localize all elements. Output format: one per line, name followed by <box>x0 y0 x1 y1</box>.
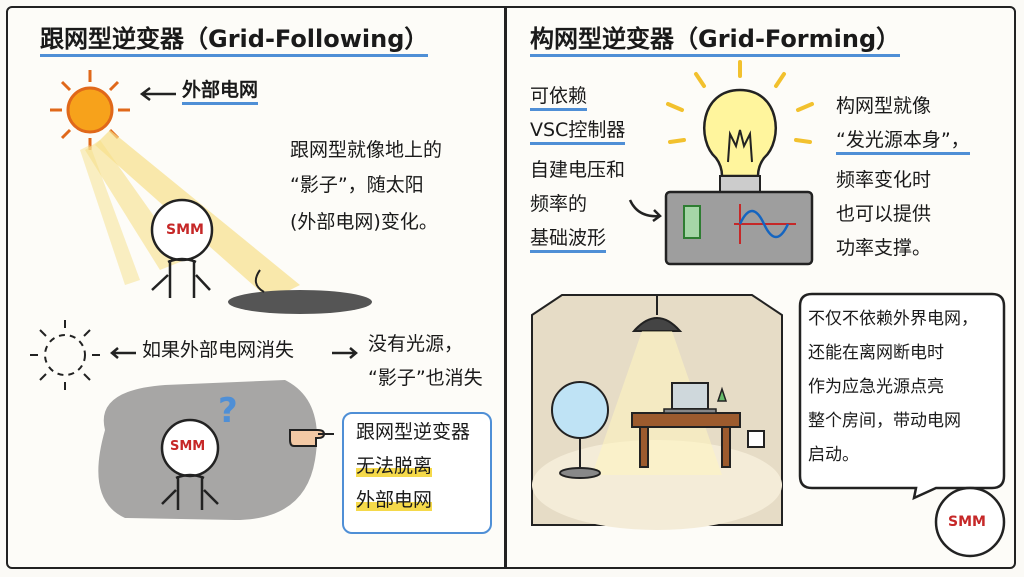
character-figure-2 <box>160 418 220 510</box>
self-build-line-3-text: 基础波形 <box>530 227 607 253</box>
bubble-text-1: 不仅不依赖外界电网， <box>808 309 978 329</box>
shadow-text-2: “影子”，随太阳 <box>290 174 424 196</box>
curved-arrow-icon <box>628 199 662 223</box>
shadow-text-1: 跟网型就像地上的 <box>290 139 443 161</box>
arrow-right-icon <box>332 347 358 359</box>
right-title: 构网型逆变器（Grid-Forming） <box>530 25 901 57</box>
pointing-hand-icon <box>289 429 334 447</box>
bubble-text-2: 还能在离网断电时 <box>808 343 944 363</box>
panel-divider <box>504 8 507 567</box>
source-text-4: 也可以提供 <box>836 203 932 225</box>
character-label: SMM <box>166 222 204 238</box>
no-light-text-2: “影子”也消失 <box>368 367 483 389</box>
box-line-1: 跟网型逆变器 <box>356 421 471 443</box>
vsc-line-1-text: 可依赖 <box>530 85 588 111</box>
character-figure <box>150 198 372 314</box>
arrow-left-icon-2 <box>110 347 136 359</box>
question-mark-icon: ? <box>218 391 238 431</box>
shadow-text-3: (外部电网)变化。 <box>290 211 438 233</box>
box-line-2: 无法脱离 <box>356 455 433 478</box>
vsc-line-1: 可依赖 <box>530 85 588 111</box>
sun-label: 外部电网 <box>182 79 259 105</box>
right-title-text: 构网型逆变器（Grid-Forming） <box>530 25 901 57</box>
self-build-line-1: 自建电压和 <box>530 159 626 181</box>
light-bulb-icon <box>664 60 814 266</box>
source-text-2-text: “发光源本身”， <box>836 129 970 155</box>
self-build-line-3: 基础波形 <box>530 227 607 253</box>
bubble-text-5: 启动。 <box>808 445 859 465</box>
source-text-5: 功率支撑。 <box>836 237 932 259</box>
no-light-text-1: 没有光源， <box>368 333 464 355</box>
vsc-line-2-text: VSC控制器 <box>530 119 626 145</box>
box-line-3: 外部电网 <box>356 489 433 512</box>
faded-sun-icon <box>30 320 100 390</box>
source-text-2: “发光源本身”， <box>836 129 970 155</box>
box-line-3-text: 外部电网 <box>356 489 433 511</box>
left-title: 跟网型逆变器（Grid-Following） <box>40 25 429 57</box>
self-build-line-2: 频率的 <box>530 193 588 215</box>
sun-label-text: 外部电网 <box>182 79 259 105</box>
character-label-2: SMM <box>170 439 206 454</box>
speech-bubble <box>798 292 1006 501</box>
bubble-text-3: 作为应急光源点亮 <box>808 377 944 397</box>
source-text-3: 频率变化时 <box>836 169 932 191</box>
room-scene <box>531 294 783 530</box>
left-title-text: 跟网型逆变器（Grid-Following） <box>40 25 429 57</box>
arrow-left-icon <box>139 87 176 101</box>
disappear-text: 如果外部电网消失 <box>142 339 295 361</box>
vsc-line-2: VSC控制器 <box>530 119 626 145</box>
character-label-3: SMM <box>948 514 986 530</box>
source-text-1: 构网型就像 <box>836 95 932 117</box>
bubble-text-4: 整个房间，带动电网 <box>808 411 961 431</box>
box-line-2-text: 无法脱离 <box>356 455 433 477</box>
character-figure-3 <box>934 486 1006 558</box>
